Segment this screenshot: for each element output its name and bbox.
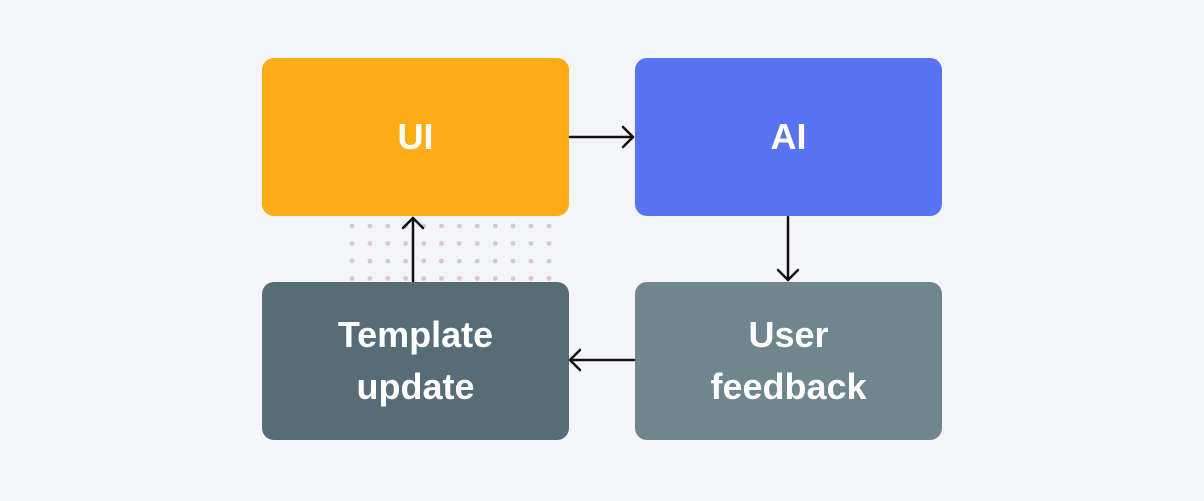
pattern-dot: [421, 276, 426, 281]
dot-pattern: [349, 223, 552, 281]
pattern-dot: [528, 276, 534, 281]
pattern-dot: [349, 258, 355, 264]
pattern-dot: [510, 223, 516, 229]
pattern-dot: [349, 223, 355, 229]
pattern-dot: [349, 276, 355, 281]
pattern-dot: [439, 241, 444, 246]
user-feedback-node-label: User feedback: [710, 314, 867, 407]
pattern-dot: [421, 258, 426, 264]
pattern-dot: [474, 258, 480, 264]
pattern-dot: [439, 258, 444, 264]
pattern-dot: [457, 241, 462, 246]
pattern-dot: [403, 276, 409, 281]
pattern-dot: [439, 223, 444, 229]
template-update-node-label: Template update: [337, 314, 494, 407]
pattern-dot: [385, 258, 391, 264]
arrow-feedback-to-template: [568, 348, 636, 372]
pattern-dot: [367, 276, 373, 281]
ai-node: AI: [635, 58, 942, 216]
pattern-dot: [457, 276, 462, 281]
pattern-dot: [510, 241, 516, 246]
pattern-dot: [439, 276, 444, 281]
pattern-dot: [492, 223, 498, 229]
pattern-dot: [546, 258, 552, 264]
arrow-ai-to-feedback: [776, 215, 800, 282]
pattern-dot: [492, 241, 498, 246]
pattern-dot: [385, 276, 391, 281]
pattern-dot: [457, 258, 462, 264]
pattern-dot: [546, 223, 552, 229]
pattern-dot: [528, 223, 534, 229]
pattern-dot: [421, 241, 426, 246]
pattern-dot: [492, 258, 498, 264]
pattern-dot: [403, 241, 409, 246]
pattern-dot: [474, 241, 480, 246]
pattern-dot: [385, 223, 391, 229]
pattern-dot: [492, 276, 498, 281]
pattern-dot: [403, 258, 409, 264]
pattern-dot: [510, 276, 516, 281]
ui-node: UI: [262, 58, 569, 216]
pattern-dot: [474, 276, 480, 281]
user-feedback-node: User feedback: [635, 282, 942, 440]
arrow-ui-to-ai: [568, 125, 635, 149]
pattern-dot: [546, 241, 552, 246]
pattern-dot: [510, 258, 516, 264]
pattern-dot: [385, 241, 391, 246]
ui-node-label: UI: [397, 116, 434, 157]
pattern-dot: [474, 223, 480, 229]
pattern-dot: [367, 241, 373, 246]
pattern-dot: [457, 223, 462, 229]
pattern-dot: [528, 241, 534, 246]
pattern-dot: [403, 223, 409, 229]
pattern-dot: [546, 276, 552, 281]
pattern-dot: [421, 223, 426, 229]
template-update-node: Template update: [262, 282, 569, 440]
pattern-dot: [528, 258, 534, 264]
ai-node-label: AI: [770, 116, 807, 157]
pattern-dot: [349, 241, 355, 246]
pattern-dot: [367, 223, 373, 229]
pattern-dot: [367, 258, 373, 264]
